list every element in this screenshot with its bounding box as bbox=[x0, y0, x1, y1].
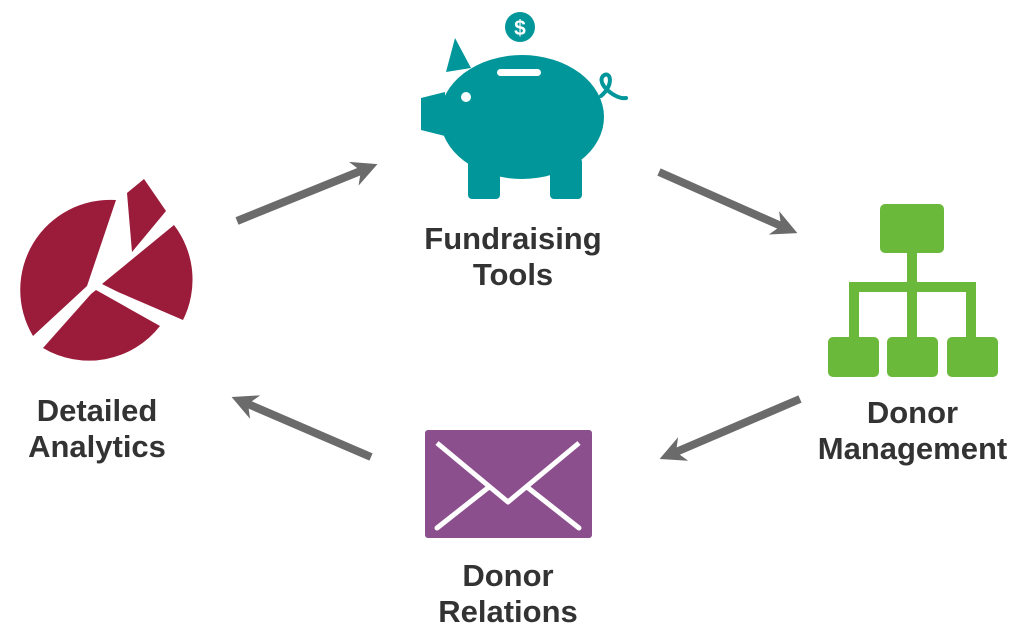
envelope-icon bbox=[425, 430, 592, 538]
detailed-analytics-label: Detailed Analytics bbox=[12, 393, 182, 465]
donor-relations-label: Donor Relations bbox=[408, 558, 608, 630]
donor-relations-label-line-1: Donor bbox=[462, 558, 554, 593]
detailed-analytics-label-line-1: Detailed bbox=[36, 393, 158, 428]
org-chart-icon bbox=[828, 204, 998, 377]
coin-symbol: $ bbox=[514, 17, 526, 40]
arrow-analytics-to-fundraising bbox=[235, 161, 378, 225]
piggy-bank-icon: $ bbox=[421, 12, 628, 199]
arrow-fundraising-to-management bbox=[657, 168, 798, 235]
donor-management-label-line-1: Donor bbox=[866, 395, 959, 430]
pie-chart-icon bbox=[20, 179, 193, 361]
fundraising-tools-label: Fundraising Tools bbox=[413, 221, 613, 293]
fundraising-tools-label-line-1: Fundraising bbox=[424, 221, 602, 256]
donor-management-label-line-2: Management bbox=[817, 431, 1008, 466]
arrow-management-to-relations bbox=[659, 395, 802, 461]
detailed-analytics-label-line-2: Analytics bbox=[28, 429, 166, 464]
donor-relations-label-line-2: Relations bbox=[438, 594, 578, 629]
donor-management-label: Donor Management bbox=[805, 395, 1020, 467]
fundraising-tools-label-line-2: Tools bbox=[472, 257, 554, 292]
arrow-relations-to-analytics bbox=[231, 395, 373, 461]
cycle-arrows bbox=[231, 161, 802, 461]
coin-icon bbox=[505, 12, 535, 42]
